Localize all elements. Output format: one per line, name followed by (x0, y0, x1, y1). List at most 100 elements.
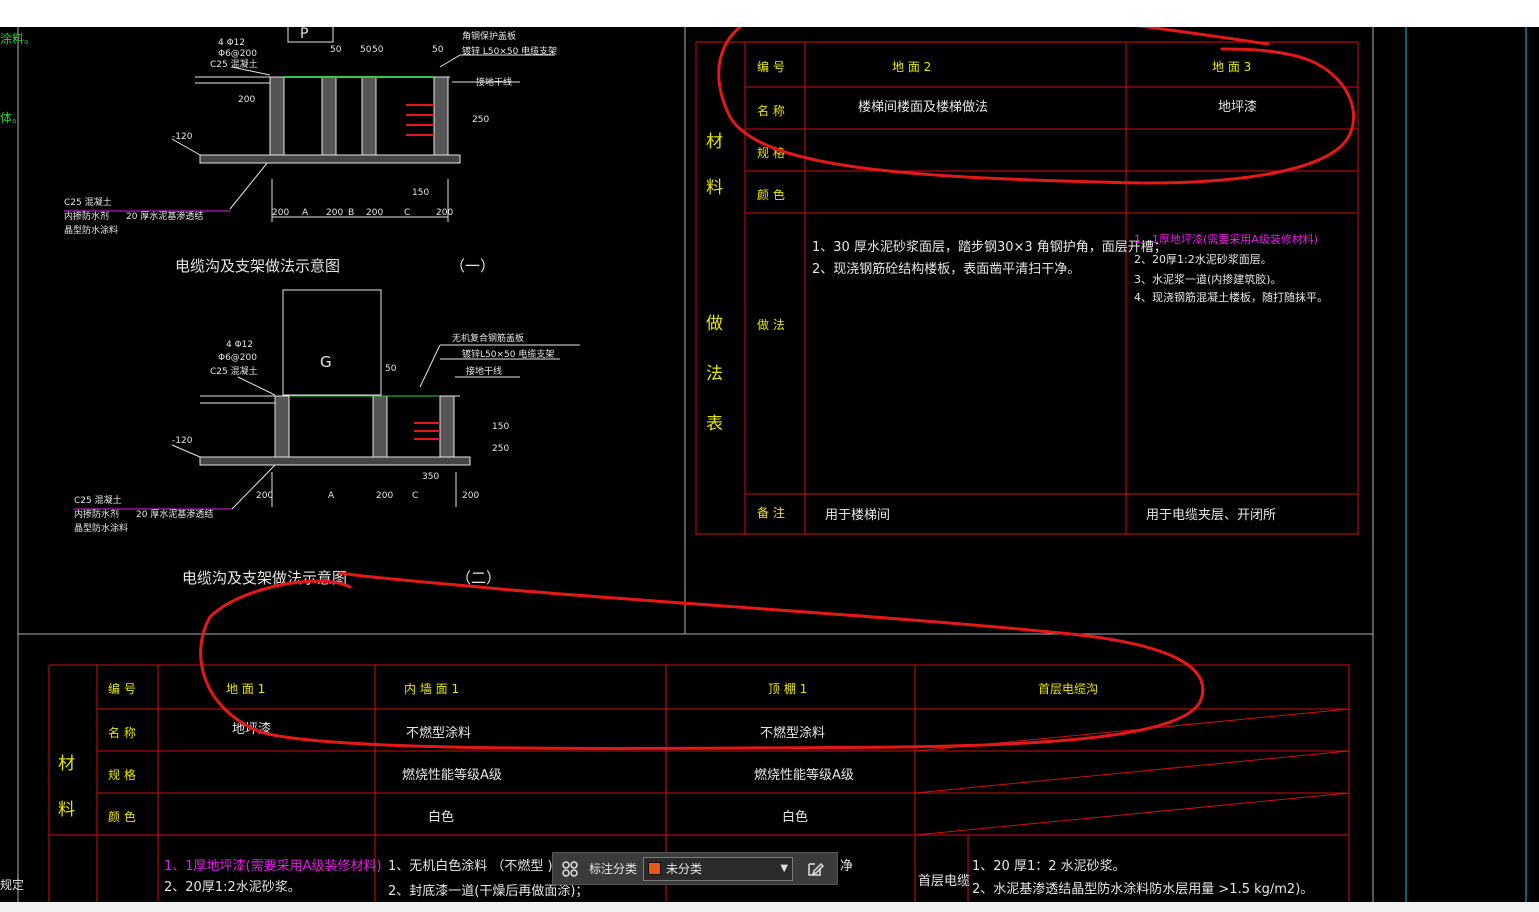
detail2-bottom-e: 200 (462, 491, 479, 501)
detail2-bottom-c: 200 (376, 491, 393, 501)
edit-icon[interactable] (803, 857, 827, 881)
detail1-note-rebar1: 4 Φ12 (218, 38, 245, 48)
detail2-legend-2: 内掺防水剂 (74, 508, 119, 520)
table2-header-2: 内 墙 面 1 (404, 682, 459, 696)
detail2-title: 电缆沟及支架做法示意图 (182, 569, 347, 587)
detail1-dim-120: -120 (172, 132, 193, 142)
table2-header-3: 顶 棚 1 (768, 681, 807, 696)
status-strip (0, 902, 1539, 912)
detail1-note-c25: C25 混凝土 (210, 58, 258, 70)
category-select[interactable]: 未分类 ▼ (643, 856, 794, 881)
detail2-dim-150: 150 (492, 422, 509, 432)
detail1-bottom-a: 200 (272, 208, 289, 218)
left-note-2: 体。 (0, 111, 24, 125)
detail1-legend-3: 20 厚水泥基渗透结 (126, 210, 203, 222)
detail2-dim-250: 250 (492, 444, 509, 454)
annotation-category-toolbar: 标注分类 未分类 ▼ (552, 852, 838, 885)
detail2-note-bracket: 镀锌L50×50 电缆支架 (462, 348, 554, 360)
detail2-dim-50: 50 (385, 364, 397, 374)
table1-col2-remark: 用于电缆夹层、开闭所 (1146, 507, 1276, 523)
detail1-dim-250: 250 (472, 115, 489, 125)
table2-label-color: 颜 色 (108, 809, 136, 824)
finish-schedule-table-1: 材 料 做 法 表 编 号 名 称 规 格 颜 色 做 法 备 注 地 面 2 … (695, 41, 1359, 535)
table2-name-3: 不燃型涂料 (760, 725, 825, 741)
detail2-note-rebar2: Φ6@200 (218, 353, 257, 363)
detail1-dim-50b: 50 (360, 45, 372, 55)
table2-label-code: 编 号 (108, 681, 136, 696)
grid-icon[interactable] (559, 858, 581, 880)
cable-trench-detail-1: P (64, 27, 557, 275)
table2-label-spec: 规 格 (108, 767, 136, 782)
table1-col1-code: 地 面 2 (892, 60, 931, 74)
table1-label-color: 颜 色 (757, 187, 785, 202)
table2-name-2: 不燃型涂料 (406, 725, 471, 741)
table1-side-char-2: 料 (706, 178, 723, 198)
detail2-bottom-b: A (328, 491, 335, 501)
table1-col2-method-2: 2、20厚1:2水泥砂浆面层。 (1134, 252, 1272, 266)
cad-drawing: 涂料。 体。 规定 P (0, 27, 1527, 902)
table2-label-name: 名 称 (108, 725, 136, 740)
table1-side-char-5: 表 (706, 414, 723, 434)
detail1-dim-200: 200 (238, 95, 255, 105)
table1-label-code: 编 号 (757, 59, 785, 74)
table1-col2-method-3: 3、水泥浆一道(内掺建筑胶)。 (1134, 272, 1282, 286)
detail2-legend-4: 晶型防水涂料 (74, 522, 128, 534)
table1-col2-method-4: 4、现浇钢筋混凝土楼板，随打随抹平。 (1134, 290, 1328, 304)
detail1-dim-50d: 50 (432, 45, 444, 55)
table2-color-3: 白色 (782, 809, 808, 825)
cad-drawing-canvas[interactable]: 涂料。 体。 规定 P (0, 27, 1539, 902)
table1-side-char-3: 做 (706, 314, 723, 334)
table2-header-4: 首层电缆沟 (1038, 682, 1098, 696)
table1-label-remark: 备 注 (757, 505, 785, 520)
detail1-bottom-d: B (348, 208, 354, 218)
category-color-swatch (648, 862, 662, 875)
table2-side-char-2: 料 (58, 800, 75, 820)
left-note-3: 规定 (0, 877, 24, 892)
table1-side-char-1: 材 (706, 132, 723, 152)
detail2-bottom-d: C (412, 491, 418, 501)
category-label: 标注分类 (589, 862, 638, 876)
detail1-bottom-f: C (404, 208, 410, 218)
table1-label-name: 名 称 (757, 103, 785, 118)
category-select-value: 未分类 (666, 862, 703, 876)
table1-col1-remark: 用于楼梯间 (825, 508, 890, 523)
detail1-bottom-c: 200 (326, 208, 343, 218)
table1-col1-method-1: 1、30 厚水泥砂浆面层，踏步钢30×3 角钢护角，面层开槽； (812, 240, 1167, 255)
detail1-note-cover: 角钢保护盖板 (462, 30, 516, 42)
detail1-legend-4: 晶型防水涂料 (64, 224, 118, 236)
table2-method-4b: 2、水泥基渗透结晶型防水涂料防水层用量 >1.5 kg/m2)。 (972, 881, 1313, 897)
detail1-box-letter: P (300, 27, 308, 42)
chevron-down-icon: ▼ (780, 863, 789, 874)
table2-spec-3: 燃烧性能等级A级 (754, 767, 854, 783)
red-markup-annotations (199, 27, 1355, 750)
cable-trench-detail-2: G 4 Φ12 Φ6 (74, 289, 580, 587)
detail1-note-bracket: 镀锌 L50×50 电缆支架 (462, 45, 557, 57)
detail2-note-c25: C25 混凝土 (210, 365, 258, 377)
detail1-number: （一） (450, 257, 495, 275)
detail2-number: （二） (456, 569, 501, 587)
detail1-bottom-g: 200 (436, 208, 453, 218)
detail1-note-rebar2: Φ6@200 (218, 49, 257, 59)
detail1-dim-50c: 50 (372, 45, 384, 55)
detail2-bottom-a: 200 (256, 491, 273, 501)
table2-color-2: 白色 (428, 809, 454, 825)
detail1-legend-2: 内掺防水剂 (64, 210, 109, 222)
table1-side-char-4: 法 (706, 364, 723, 384)
detail1-note-ground: 接地干线 (476, 76, 512, 88)
detail2-legend-1: C25 混凝土 (74, 494, 122, 506)
table2-side-char-1: 材 (58, 754, 75, 774)
detail2-note-rebar1: 4 Φ12 (226, 340, 253, 350)
detail1-bottom-e: 200 (366, 208, 383, 218)
detail2-dim-350: 350 (422, 472, 439, 482)
left-note-1: 涂料。 (0, 31, 36, 46)
detail1-title: 电缆沟及支架做法示意图 (175, 257, 340, 275)
table2-method-4a: 1、20 厚1：2 水泥砂浆。 (972, 859, 1126, 874)
table1-col2-name: 地坪漆 (1218, 99, 1257, 115)
table1-col1-name: 楼梯间楼面及楼梯做法 (858, 100, 988, 115)
detail2-box-letter: G (320, 353, 332, 371)
table1-col2-method-1: 1、1厚地坪漆(需要采用A级装修材料) (1134, 232, 1318, 246)
table1-col2-code: 地 面 3 (1212, 60, 1251, 74)
table2-method-1a: 1、1厚地坪漆(需要采用A级装修材料) (164, 858, 382, 874)
detail1-bottom-b: A (302, 208, 309, 218)
detail1-dim-50a: 50 (330, 45, 342, 55)
